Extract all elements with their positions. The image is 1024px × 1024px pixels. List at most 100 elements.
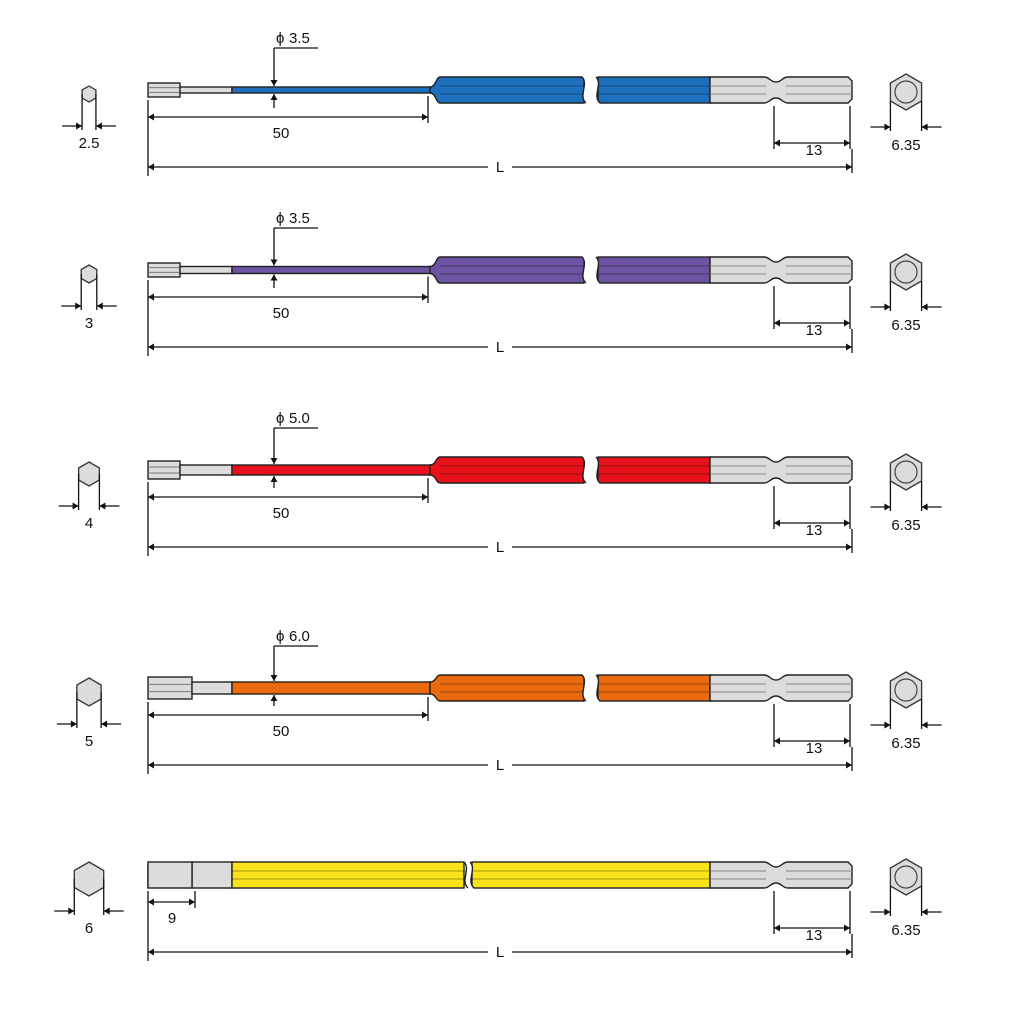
tip-hex-dim-left-arrow xyxy=(75,302,82,310)
color-shaft-after-break xyxy=(471,861,711,889)
tip-length-arrow-left xyxy=(148,113,154,121)
hex-tip xyxy=(147,262,181,278)
diameter-symbol: ϕ xyxy=(276,410,284,427)
tip-hex-dim-right-arrow xyxy=(96,302,103,310)
tip-hex-dim-right-arrow xyxy=(103,907,110,915)
tip-hex-dim-left-arrow xyxy=(72,502,79,510)
tip-hex-size-label: 6 xyxy=(85,920,93,937)
shank-length-arrow-left xyxy=(774,519,780,527)
tip-hex-icon xyxy=(81,85,97,103)
shank-length-label: 13 xyxy=(806,522,823,539)
shank-hex-dim-right-arrow xyxy=(921,503,928,511)
shank-hex-size-label: 6.35 xyxy=(891,317,920,334)
total-length-arrow-right xyxy=(846,761,852,769)
total-length-label: L xyxy=(496,757,504,774)
tip-hex-dim-right-arrow xyxy=(95,122,102,130)
total-length-arrow-right xyxy=(846,543,852,551)
hex-shank xyxy=(709,76,853,104)
hex-shank xyxy=(709,256,853,284)
diameter-arrow-top xyxy=(270,458,278,464)
shank-hex-dim-left-arrow xyxy=(884,503,891,511)
color-shaft-after-break xyxy=(597,256,711,284)
color-thick-shaft xyxy=(429,76,585,104)
total-length-arrow-left xyxy=(148,948,154,956)
color-thick-shaft xyxy=(231,861,465,889)
tip-length-arrow-right xyxy=(422,711,428,719)
neck-metal xyxy=(191,861,233,889)
color-thin-shaft xyxy=(231,86,431,94)
break-edge xyxy=(595,674,601,702)
diameter-arrow-bottom xyxy=(270,695,278,701)
color-thick-shaft xyxy=(429,456,585,484)
shank-length-arrow-left xyxy=(774,139,780,147)
hex-shank xyxy=(709,861,853,889)
color-thick-shaft xyxy=(429,674,585,702)
tip-hex-dim-right-arrow xyxy=(99,502,106,510)
break-gap xyxy=(582,76,600,104)
break-edge xyxy=(581,456,587,484)
shank-length-arrow-right xyxy=(844,319,850,327)
hex-tip xyxy=(147,460,181,480)
color-shaft-after-break xyxy=(597,456,711,484)
tip-length-arrow-left xyxy=(148,898,154,906)
diameter-arrow-top xyxy=(270,259,278,266)
diameter-symbol: ϕ xyxy=(276,628,284,645)
neck-metal xyxy=(191,681,233,695)
diameter-arrow-bottom xyxy=(270,476,278,482)
diameter-value: 5.0 xyxy=(289,410,310,427)
hex-shank xyxy=(709,674,853,702)
color-shaft-after-break xyxy=(597,674,711,702)
shank-length-arrow-right xyxy=(844,737,850,745)
tip-length-arrow-left xyxy=(148,711,154,719)
hex-tip xyxy=(147,82,181,98)
tip-hex-icon xyxy=(73,861,105,897)
diameter-arrow-bottom xyxy=(270,94,278,100)
tip-length-label: 50 xyxy=(273,723,290,740)
diameter-arrow-top xyxy=(270,80,278,86)
total-length-arrow-right xyxy=(846,343,852,351)
tip-hex-size-label: 5 xyxy=(85,733,93,750)
hex-tip xyxy=(147,861,193,889)
hex-tip xyxy=(147,676,193,700)
tip-length-label: 50 xyxy=(273,505,290,522)
tip-length-label: 50 xyxy=(273,125,290,142)
shank-length-label: 13 xyxy=(806,322,823,339)
color-shaft-after-break xyxy=(597,76,711,104)
tip-hex-icon xyxy=(80,264,98,284)
shank-length-arrow-left xyxy=(774,319,780,327)
break-edge xyxy=(581,256,587,284)
break-edge xyxy=(581,76,587,104)
tip-length-label: 9 xyxy=(168,910,176,927)
shank-length-arrow-left xyxy=(774,924,780,932)
diameter-arrow-bottom xyxy=(270,274,278,281)
diameter-value: 3.5 xyxy=(289,210,310,227)
tip-length-arrow-right xyxy=(189,898,195,906)
shank-length-label: 13 xyxy=(806,927,823,944)
shank-hex-dim-left-arrow xyxy=(884,123,891,131)
break-gap xyxy=(582,256,600,284)
hex-shank xyxy=(709,456,853,484)
shank-hex-inner-icon xyxy=(894,80,918,104)
color-thin-shaft xyxy=(231,265,431,275)
break-edge xyxy=(595,256,601,284)
break-edge xyxy=(463,861,469,889)
tip-hex-icon xyxy=(77,461,101,487)
shank-length-label: 13 xyxy=(806,740,823,757)
shank-hex-inner-icon xyxy=(894,460,918,484)
break-edge xyxy=(469,861,475,889)
shank-hex-dim-left-arrow xyxy=(884,908,891,916)
total-length-arrow-left xyxy=(148,163,154,171)
bit-row-4: 5 ϕ 6.0 50 13L 6.35 xyxy=(56,628,942,774)
diameter-symbol: ϕ xyxy=(276,210,284,227)
tip-hex-dim-left-arrow xyxy=(68,907,75,915)
tip-length-arrow-right xyxy=(422,293,428,301)
diameter-value: 6.0 xyxy=(289,628,310,645)
shank-hex-size-label: 6.35 xyxy=(891,735,920,752)
color-thin-shaft xyxy=(231,464,431,476)
tip-hex-size-label: 4 xyxy=(85,515,93,532)
tip-hex-dim-left-arrow xyxy=(76,122,83,130)
break-edge xyxy=(581,674,587,702)
